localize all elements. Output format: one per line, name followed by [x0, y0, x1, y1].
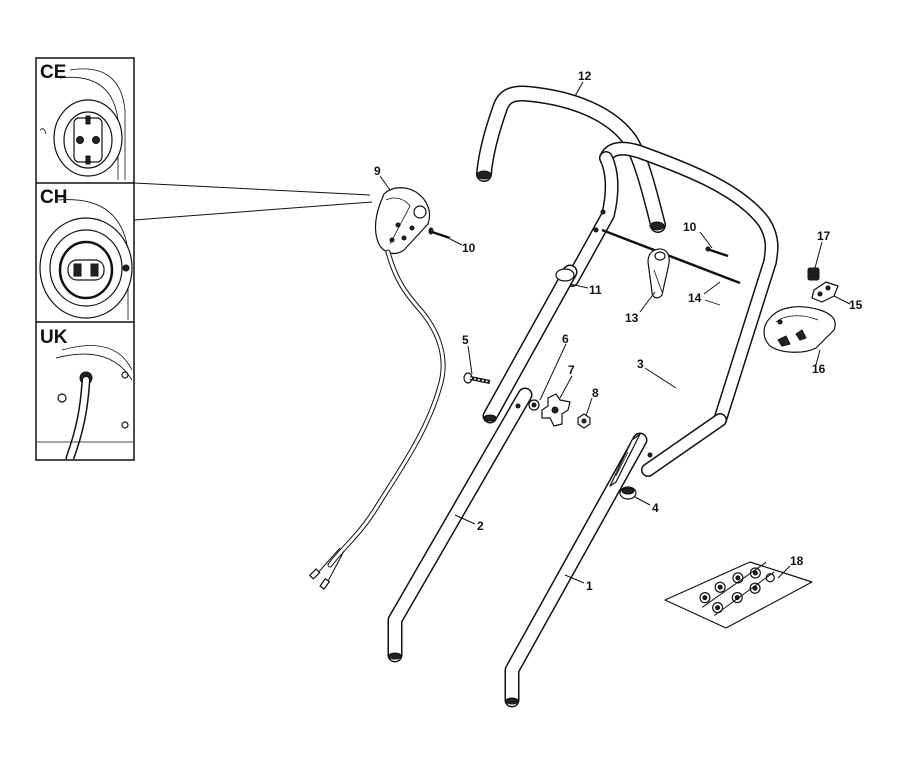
hex-nut: [577, 413, 591, 429]
switch-box: [374, 187, 431, 255]
spring: [807, 267, 820, 281]
screw-left: [428, 227, 451, 240]
uk-plug-illustration: UK: [37, 327, 133, 459]
power-cable: [309, 249, 446, 590]
callout-numbers: 12 9 10 10 17 15 16 11 13 14 5 6 7 8 3 4…: [374, 69, 863, 593]
callout-5: 5: [462, 333, 469, 347]
callout-15: 15: [849, 298, 863, 312]
hardware-bag: [664, 561, 813, 629]
pin-right: [705, 246, 729, 258]
switch-housing: [763, 306, 836, 353]
ch-plug-illustration: CH: [39, 187, 133, 320]
region-label-ce: CE: [40, 62, 66, 83]
callout-16: 16: [812, 362, 826, 376]
callout-10-right: 10: [683, 220, 697, 234]
grommet: [619, 486, 637, 500]
callout-6: 6: [562, 332, 569, 346]
left-mid-tube: [482, 209, 606, 424]
right-lower-tube: [504, 432, 648, 708]
callout-1: 1: [586, 579, 593, 593]
callout-17: 17: [817, 229, 831, 243]
plug-variants-panel: CE CH: [35, 57, 135, 461]
callout-3: 3: [637, 357, 644, 371]
callout-4: 4: [652, 501, 659, 515]
ce-plug-illustration: CE: [39, 62, 126, 180]
callout-8: 8: [592, 386, 599, 400]
inset-leader-top: [133, 182, 371, 196]
washer: [528, 399, 540, 411]
right-mid-tube: [641, 299, 727, 477]
callout-11: 11: [589, 283, 602, 297]
leader-lines: [379, 81, 851, 584]
callout-10-left: 10: [462, 241, 476, 255]
left-lower-tube: [387, 387, 533, 663]
carriage-bolt: [463, 372, 491, 384]
callout-13: 13: [625, 311, 639, 325]
star-knob: [541, 393, 571, 427]
cross-rod: [601, 228, 741, 285]
switch-lever: [811, 281, 839, 303]
inset-leader-bottom: [133, 201, 373, 221]
callout-14: 14: [688, 291, 702, 305]
region-label-ch: CH: [40, 187, 67, 208]
callout-18: 18: [790, 554, 804, 568]
region-label-uk: UK: [40, 327, 68, 348]
rod-clip: [647, 248, 670, 299]
callout-9: 9: [374, 164, 381, 178]
callout-12: 12: [578, 69, 592, 83]
callout-7: 7: [568, 363, 575, 377]
callout-2: 2: [477, 519, 484, 533]
upper-handle-bar: [476, 85, 779, 427]
